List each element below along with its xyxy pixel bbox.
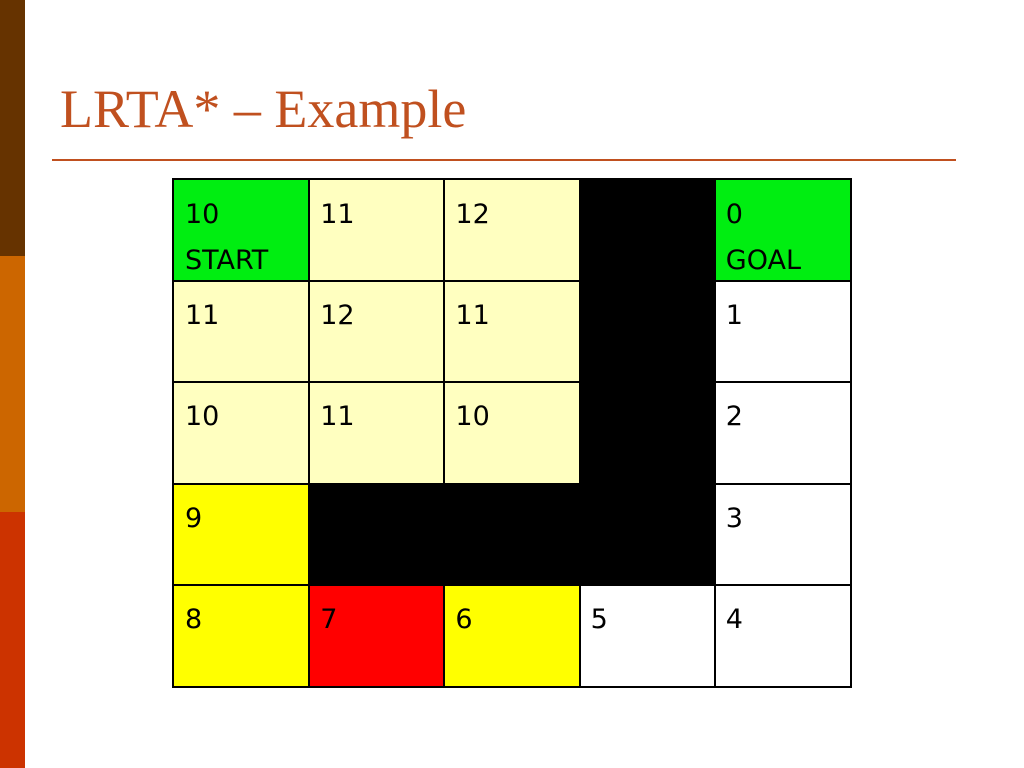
grid-line-horizontal — [174, 482, 850, 485]
cell-value: 11 — [185, 300, 220, 332]
grid-cell: 11 — [309, 382, 445, 485]
cell-value: 10 — [185, 401, 220, 433]
grid-cell: 11 — [444, 281, 581, 383]
cell-value: 2 — [725, 401, 743, 433]
cell-value: 3 — [725, 502, 743, 534]
cell-value: 7 — [320, 603, 338, 635]
sidebar-stripe-bottom — [0, 512, 25, 768]
grid-line-vertical — [308, 180, 311, 686]
cell-value: 5 — [590, 603, 608, 635]
grid-cell: 10 — [174, 382, 310, 485]
cell-value: 0 — [725, 199, 743, 230]
cell-value: 11 — [455, 300, 490, 332]
cell-value: 4 — [725, 603, 743, 635]
wall-cell — [309, 483, 445, 586]
cell-value: 11 — [320, 401, 355, 433]
grid-cell: 9 — [174, 483, 310, 586]
cell-label: START — [185, 244, 269, 276]
grid-line-horizontal — [174, 280, 850, 283]
grid-line-vertical — [713, 180, 716, 686]
grid-cell: 11 — [174, 281, 310, 383]
grid-line-horizontal — [174, 583, 850, 586]
cell-value: 11 — [320, 199, 355, 230]
grid-cell: 12 — [444, 180, 581, 282]
slide-title: LRTA* – Example — [60, 79, 467, 139]
cell-value: 12 — [320, 300, 355, 332]
title-underline — [52, 159, 956, 161]
cell-label: GOAL — [725, 244, 802, 276]
grid-cell: 7 — [309, 584, 445, 687]
grid-line-vertical — [578, 180, 581, 686]
grid-line-vertical — [443, 180, 446, 686]
grid-cell: 2 — [714, 382, 851, 485]
wall-cell — [579, 483, 716, 586]
cell-value: 10 — [455, 401, 490, 433]
grid-cell: 5 — [579, 584, 716, 687]
wall-cell — [579, 281, 716, 383]
cell-value: 10 — [185, 199, 220, 230]
grid-cell: 8 — [174, 584, 310, 687]
wall-cell — [579, 382, 716, 485]
cell-value: 1 — [725, 300, 743, 332]
cell-value: 8 — [185, 603, 203, 635]
wall-cell — [444, 483, 581, 586]
grid-line-horizontal — [174, 381, 850, 384]
grid-cell: 11 — [309, 180, 445, 282]
grid-cell: 4 — [714, 584, 851, 687]
grid-cell: 10 — [444, 382, 581, 485]
cell-value: 6 — [455, 603, 473, 635]
grid-cell: 1 — [714, 281, 851, 383]
grid-cell: 6 — [444, 584, 581, 687]
sidebar-stripe-top — [0, 0, 25, 256]
wall-cell — [579, 180, 716, 282]
grid-cell: 3 — [714, 483, 851, 586]
sidebar-stripe-middle — [0, 256, 25, 512]
grid-cell: 12 — [309, 281, 445, 383]
cell-value: 9 — [185, 502, 203, 534]
cell-value: 12 — [455, 199, 490, 230]
